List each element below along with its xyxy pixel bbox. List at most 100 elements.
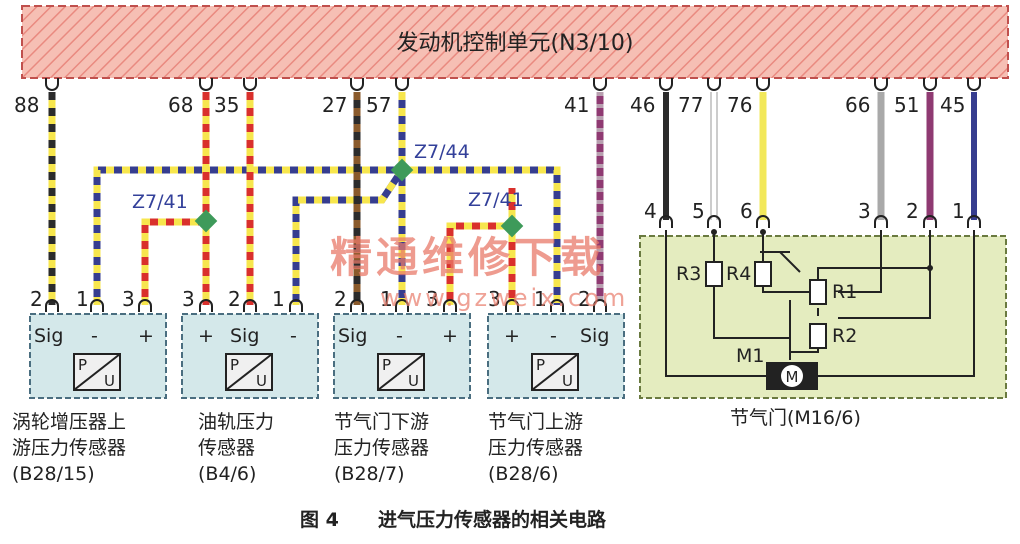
s1-pu-symbol: P U [73, 353, 121, 391]
s3-pin-c: 3 [426, 287, 439, 311]
throttle-pin-5: 5 [692, 199, 705, 223]
s3-pin-a: 2 [334, 287, 347, 311]
s1-name-2: 游压力传感器 [12, 437, 126, 459]
sensor-b4-6: + Sig - P U [181, 313, 319, 399]
s4-term-a: + [504, 325, 520, 347]
svg-text:www.gzweix.com: www.gzweix.com [380, 284, 628, 312]
svg-text:R2: R2 [832, 325, 857, 347]
sensor-b28-6: + - Sig P U [487, 313, 625, 399]
s3-name-1: 节气门下游 [334, 411, 429, 433]
s1-term-c: + [138, 325, 154, 347]
svg-text:U: U [104, 372, 115, 390]
splice-label-3: Z7/41 [468, 189, 524, 211]
s2-pin-c: 1 [272, 287, 285, 311]
throttle-module: 4 5 6 3 2 1 R3 R4 R1 [639, 199, 1007, 429]
sensor-names: 涡轮增压器上 游压力传感器 (B28/15) 油轨压力 传感器 (B4/6) 节… [12, 411, 583, 485]
s4-pin-b: 1 [534, 287, 547, 311]
svg-text:U: U [562, 372, 573, 390]
s4-name-1: 节气门上游 [488, 411, 583, 433]
ecu-pin-88: 88 [14, 93, 39, 117]
sensor-b28-7: Sig - + P U [333, 313, 471, 399]
s4-pu-symbol: P U [531, 353, 579, 391]
s4-pin-c: 2 [578, 287, 591, 311]
caption-text: 进气压力传感器的相关电路 [378, 508, 607, 531]
svg-text:R1: R1 [832, 281, 857, 303]
ecu-pin-27: 27 [322, 93, 347, 117]
s4-name-2: 压力传感器 [488, 437, 583, 459]
s1-pin-b: 1 [76, 287, 89, 311]
throttle-internal-wiring [665, 230, 975, 377]
svg-text:R3: R3 [676, 263, 701, 285]
splice-label-2: Z7/44 [414, 141, 470, 163]
s2-name-2: 传感器 [198, 437, 255, 459]
s1-code: (B28/15) [12, 463, 95, 485]
s4-code: (B28/6) [488, 463, 559, 485]
ecu-pin-35: 35 [214, 93, 239, 117]
s1-pin-c: 3 [122, 287, 135, 311]
throttle-pin-3: 3 [858, 199, 871, 223]
s2-term-a: + [198, 325, 214, 347]
watermark: 精通维修下载 www.gzweix.com [330, 233, 628, 312]
sensor-pin-hooks [45, 299, 607, 312]
figure-caption: 图 4 进气压力传感器的相关电路 [300, 508, 607, 531]
s2-pin-a: 3 [182, 287, 195, 311]
motor-m1: M1 M [736, 345, 818, 390]
s2-term-c: - [290, 325, 297, 347]
ecu-pin-77: 77 [678, 93, 703, 117]
s2-term-b: Sig [230, 325, 259, 347]
splice-label-1: Z7/41 [132, 191, 188, 213]
throttle-pin-1: 1 [952, 199, 965, 223]
s1-term-a: Sig [34, 325, 63, 347]
throttle-wires [663, 92, 977, 220]
ecu-pin-57: 57 [366, 93, 391, 117]
resistor-r1: R1 [809, 279, 857, 305]
svg-text:R4: R4 [726, 263, 751, 285]
throttle-name: 节气门(M16/6) [730, 407, 861, 429]
s2-code: (B4/6) [198, 463, 256, 485]
s1-pin-a: 2 [30, 287, 43, 311]
s4-term-c: Sig [580, 325, 609, 347]
svg-text:P: P [536, 356, 545, 374]
ecu-pin-66: 66 [845, 93, 870, 117]
sensor-b28-15: Sig - + P U [29, 313, 167, 399]
s3-pin-b: 1 [380, 287, 393, 311]
s3-term-a: Sig [338, 325, 367, 347]
s4-term-b: - [550, 325, 557, 347]
s2-pin-b: 2 [228, 287, 241, 311]
ecu-label: 发动机控制单元(N3/10) [396, 31, 633, 56]
ecu-pin-labels: 88 68 35 27 57 41 46 77 76 66 51 45 [14, 93, 965, 117]
svg-text:U: U [256, 372, 267, 390]
throttle-pin-4: 4 [644, 199, 657, 223]
caption-fig: 图 4 [300, 509, 339, 531]
svg-text:P: P [382, 356, 391, 374]
ecu-pin-51: 51 [894, 93, 919, 117]
s4-pin-a: 3 [488, 287, 501, 311]
svg-text:P: P [78, 356, 87, 374]
s3-pu-symbol: P U [377, 353, 425, 391]
ecu-pin-46: 46 [630, 93, 655, 117]
s1-term-b: - [91, 325, 98, 347]
sensor-pin-labels: 2 1 3 3 2 1 2 1 3 3 1 2 [30, 287, 591, 311]
wire-ground-blue-yellow [93, 92, 561, 305]
svg-text:M: M [786, 368, 799, 386]
svg-text:U: U [408, 372, 419, 390]
s1-name-1: 涡轮增压器上 [12, 411, 126, 433]
s2-pu-symbol: P U [225, 353, 273, 391]
ecu-pin-41: 41 [564, 93, 589, 117]
ecu-pin-76: 76 [727, 93, 752, 117]
s3-name-2: 压力传感器 [334, 437, 429, 459]
ecu-block: 发动机控制单元(N3/10) [21, 5, 1009, 79]
ecu-pin-45: 45 [940, 93, 965, 117]
svg-text:M1: M1 [736, 345, 764, 367]
throttle-pin-2: 2 [906, 199, 919, 223]
ecu-pin-68: 68 [168, 93, 193, 117]
svg-text:精通维修下载: 精通维修下载 [330, 233, 606, 282]
s3-term-b: - [396, 325, 403, 347]
s3-term-c: + [442, 325, 458, 347]
resistor-r4: R4 [726, 261, 772, 287]
s2-name-1: 油轨压力 [198, 411, 274, 433]
s3-code: (B28/7) [334, 463, 405, 485]
resistor-r2: R2 [809, 323, 857, 349]
ecu-pin-hooks [45, 78, 981, 91]
